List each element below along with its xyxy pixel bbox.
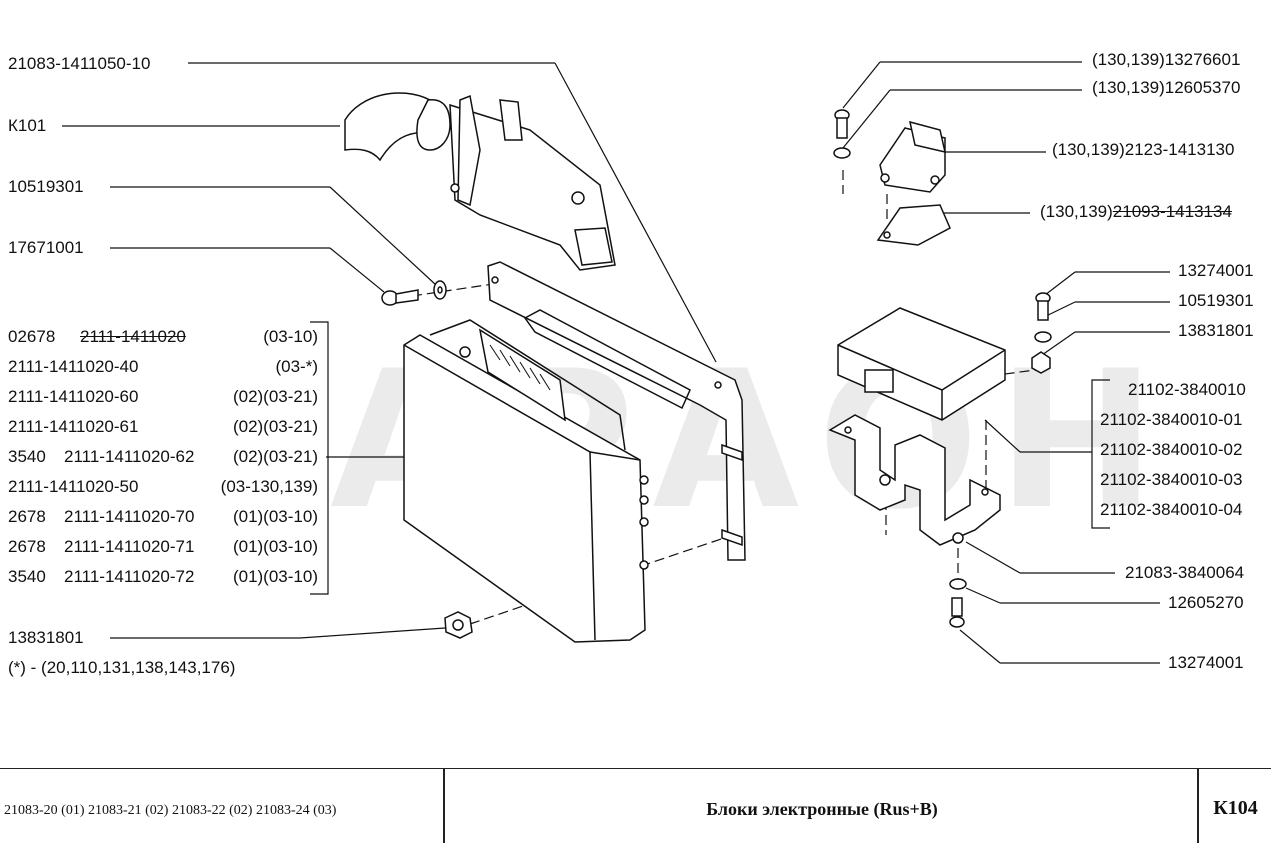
- ecu-row-prefix: 3540: [8, 567, 46, 586]
- screw-13276601: [834, 109, 850, 139]
- screw-13274001-top: [1035, 292, 1051, 321]
- footer-page-code: К104: [1213, 797, 1258, 819]
- relay-unit: [837, 307, 1006, 421]
- label-21093-1413134: (130,139)21093-1413134: [1040, 202, 1232, 222]
- label-10519301: 10519301: [8, 177, 84, 196]
- ecu-row-applicability: (03-*): [275, 357, 318, 376]
- table-bracket: [1091, 379, 1110, 529]
- leader-line: [299, 627, 446, 639]
- leader-line: [842, 89, 891, 149]
- sensor-2123-1413130: [879, 120, 946, 193]
- screw-13274001-bottom: [949, 597, 965, 628]
- label-12605270: 12605270: [1168, 593, 1244, 612]
- footnote: (*) - (20,110,131,138,143,176): [8, 658, 236, 677]
- label-21083-1411050-10: 21083-1411050-10: [8, 54, 151, 73]
- ecu-bracket: [487, 261, 746, 561]
- relay-row-part-number: 21102-3840010-01: [1100, 410, 1243, 429]
- leader-line: [965, 587, 1001, 604]
- ecu-row-applicability: (03-10): [263, 327, 318, 346]
- leader-line: [329, 247, 385, 293]
- ecu-row-prefix: 2678: [8, 537, 46, 556]
- footer-divider: [443, 769, 445, 843]
- ecu-row-applicability: (01)(03-10): [232, 567, 318, 586]
- relay-bracket-21083-3840064: [828, 414, 1001, 546]
- ecu-unit: [403, 319, 649, 643]
- ecu-row-applicability: (02)(03-21): [232, 387, 318, 406]
- leader-line: [329, 186, 437, 286]
- label-13274001-top: 13274001: [1178, 261, 1254, 280]
- label-17671001: 17671001: [8, 238, 84, 257]
- ecu-row-part-number: 2111-1411020-50: [8, 477, 139, 496]
- ecu-row-applicability: (03-130,139): [220, 477, 318, 496]
- footer: 21083-20 (01) 21083-21 (02) 21083-22 (02…: [0, 768, 1271, 843]
- ecu-row-applicability: (02)(03-21): [232, 417, 318, 436]
- ecu-row-part-number: 2111-1411020: [80, 327, 186, 346]
- ecu-row-prefix: 02678: [8, 327, 56, 346]
- leader-line: [965, 541, 1021, 574]
- ecu-row-applicability: (02)(03-21): [232, 447, 318, 466]
- label-13276601: (130,139)13276601: [1092, 50, 1241, 69]
- ecu-row-prefix: 3540: [8, 447, 46, 466]
- leader-line: [842, 61, 881, 109]
- ecu-row-part-number: 2111-1411020-40: [8, 357, 139, 376]
- ecu-row-part-number: 2111-1411020-70: [64, 507, 195, 526]
- ecu-row-part-number: 2111-1411020-62: [64, 447, 195, 466]
- footer-divider: [1197, 769, 1199, 843]
- bracket-21093-1413134: [876, 204, 951, 246]
- ecu-row-applicability: (01)(03-10): [232, 507, 318, 526]
- leader-line: [984, 419, 1021, 453]
- washer-10519301-right: [1034, 331, 1052, 343]
- relay-row-part-number: 21102-3840010: [1128, 380, 1246, 399]
- ecu-row-part-number: 2111-1411020-60: [8, 387, 139, 406]
- nut-13831801-right: [1031, 351, 1051, 374]
- ecu-row-applicability: (01)(03-10): [232, 537, 318, 556]
- air-intake-duct: [344, 92, 616, 271]
- relay-row-part-number: 21102-3840010-04: [1100, 500, 1243, 519]
- leader-line: [1041, 331, 1076, 356]
- leader-line: [554, 62, 717, 363]
- footer-models: 21083-20 (01) 21083-21 (02) 21083-22 (02…: [4, 803, 337, 818]
- label-k101: К101: [8, 116, 47, 135]
- footer-title: Блоки электронные (Rus+B): [706, 799, 938, 819]
- label-struck-part: 21093-1413134: [1112, 202, 1232, 221]
- ecu-row-part-number: 2111-1411020-61: [8, 417, 139, 436]
- assembly-line: [411, 282, 501, 297]
- label-13831801-right: 13831801: [1178, 321, 1254, 340]
- nut-13831801: [444, 611, 473, 639]
- leader-line: [959, 629, 1001, 664]
- ecu-row-part-number: 2111-1411020-72: [64, 567, 195, 586]
- screw-17671001: [381, 289, 419, 306]
- label-13831801: 13831801: [8, 628, 84, 647]
- washer-10519301: [433, 280, 447, 300]
- relay-row-part-number: 21102-3840010-02: [1100, 440, 1243, 459]
- label-13274001-bottom: 13274001: [1168, 653, 1244, 672]
- washer-12605270: [949, 578, 967, 590]
- ecu-row-prefix: 2678: [8, 507, 46, 526]
- leader-line: [1044, 271, 1076, 296]
- relay-row-part-number: 21102-3840010-03: [1100, 470, 1243, 489]
- label-12605370: (130,139)12605370: [1092, 78, 1241, 97]
- label-prefix: (130,139): [1040, 202, 1113, 221]
- ecu-row-part-number: 2111-1411020-71: [64, 537, 195, 556]
- label-2123-1413130: (130,139)2123-1413130: [1052, 140, 1235, 159]
- washer-12605370: [833, 147, 851, 159]
- table-bracket: [310, 321, 329, 595]
- label-10519301-right: 10519301: [1178, 291, 1254, 310]
- label-21083-3840064: 21083-3840064: [1125, 563, 1245, 582]
